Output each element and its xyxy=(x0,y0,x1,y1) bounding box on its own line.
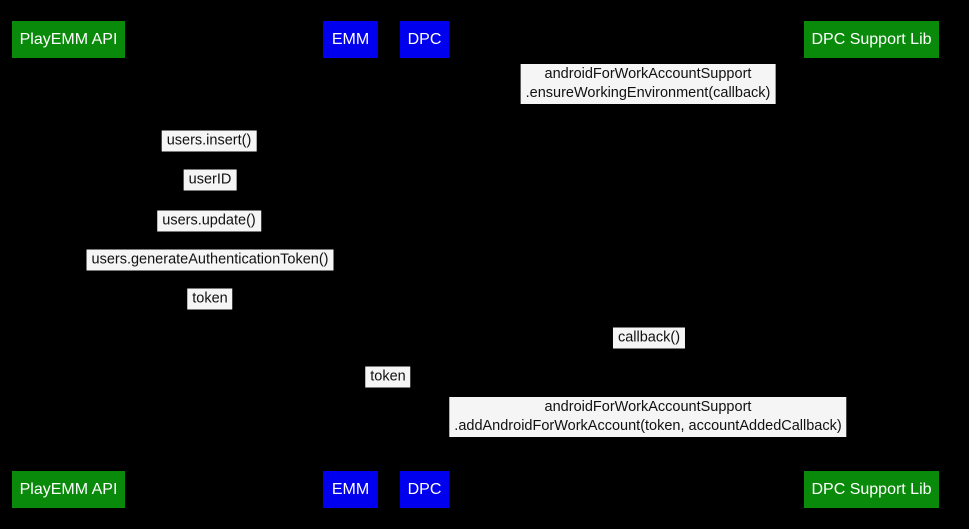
message-text: token xyxy=(192,290,228,307)
participant-emm-top: EMM xyxy=(323,21,378,58)
message-text: .ensureWorkingEnvironment(callback) xyxy=(525,85,771,101)
message-label-callback: callback() xyxy=(612,327,686,349)
message-label-token-first: token xyxy=(187,288,233,310)
message-text: callback() xyxy=(617,329,681,346)
message-text: users.generateAuthenticationToken() xyxy=(91,251,329,268)
participant-dpc-bottom: DPC xyxy=(400,471,449,508)
message-label-users-insert: users.insert() xyxy=(161,130,257,152)
message-text: androidForWorkAccountSupport xyxy=(544,66,752,82)
message-label-ensure-working-environment: androidForWorkAccountSupport .ensureWorki… xyxy=(520,64,776,104)
participant-dpc-support-lib-bottom: DPC Support Lib xyxy=(804,471,939,508)
message-text: userID xyxy=(188,171,232,188)
message-text: androidForWorkAccountSupport xyxy=(544,399,752,415)
message-label-user-id: userID xyxy=(183,169,237,191)
message-label-add-android-for-work-account: androidForWorkAccountSupport .addAndroidF… xyxy=(449,397,847,437)
participant-playemm-api-bottom: PlayEMM API xyxy=(12,471,125,508)
message-text: users.update() xyxy=(162,212,256,229)
participant-dpc-support-lib-top: DPC Support Lib xyxy=(804,21,939,58)
message-text: .addAndroidForWorkAccount(token, account… xyxy=(454,418,842,434)
message-text: users.insert() xyxy=(166,132,252,149)
message-label-users-update: users.update() xyxy=(157,210,261,232)
message-label-users-generate-authentication-token: users.generateAuthenticationToken() xyxy=(86,249,334,271)
participant-playemm-api-top: PlayEMM API xyxy=(12,21,125,58)
participant-emm-bottom: EMM xyxy=(323,471,378,508)
participant-dpc-top: DPC xyxy=(400,21,449,58)
message-label-token-second: token xyxy=(365,366,411,388)
message-text: token xyxy=(370,368,406,385)
